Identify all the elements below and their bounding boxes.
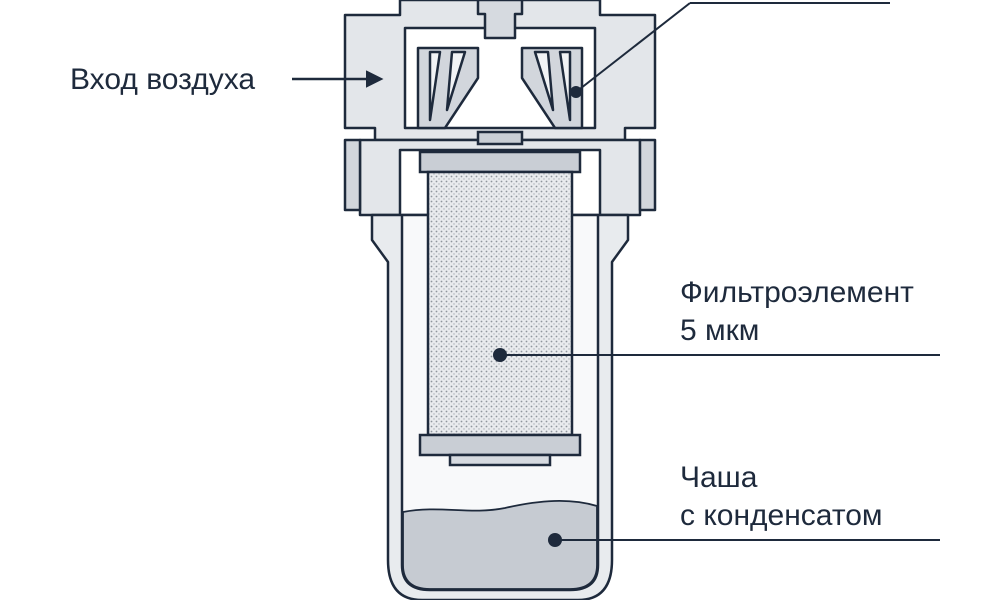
deflector-leader (575, 2, 691, 93)
air-inlet-callout: Вход воздуха (70, 63, 384, 96)
bowl-label-2: с конденсатом (680, 499, 883, 532)
filter-head (343, 0, 657, 217)
filter-element-label-2: 5 мкм (680, 314, 759, 347)
air-inlet-label: Вход воздуха (70, 63, 255, 96)
filter-element (418, 130, 582, 467)
condensate (402, 500, 598, 590)
bowl-callout: Чаша с конденсатом (548, 461, 940, 547)
filter-element-callout: Фильтроэлемент 5 мкм (493, 276, 940, 362)
bowl-label-1: Чаша (680, 461, 758, 494)
filter-element-label-1: Фильтроэлемент (680, 276, 914, 309)
